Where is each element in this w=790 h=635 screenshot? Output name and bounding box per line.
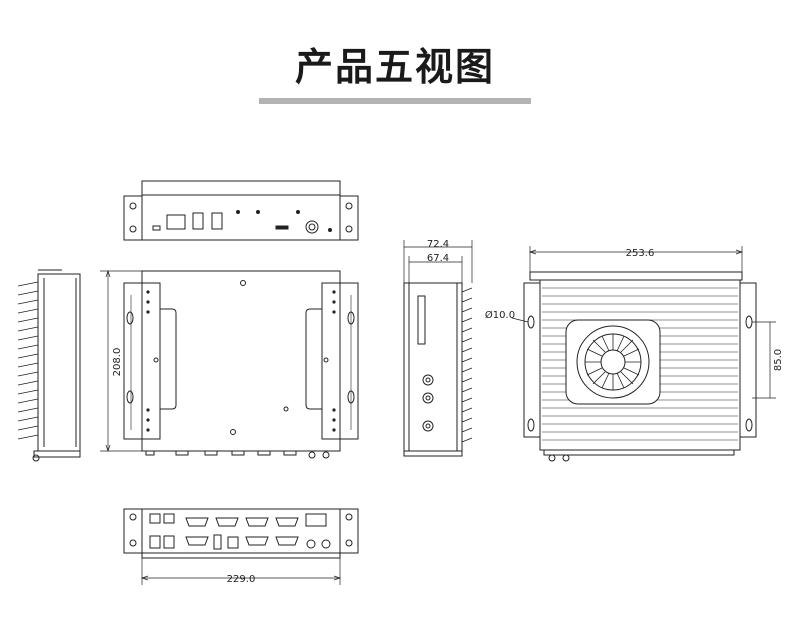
title-underline bbox=[259, 98, 531, 104]
fan-icon bbox=[585, 334, 641, 390]
hole-spacing-label: 85.0 bbox=[773, 349, 784, 371]
width-top-dimension bbox=[528, 246, 744, 272]
right-side-view bbox=[403, 282, 473, 457]
depth-inner-label: 67.4 bbox=[427, 253, 449, 264]
hole-leader bbox=[511, 317, 529, 323]
hole-diameter-label: Ø10.0 bbox=[485, 309, 515, 321]
heatsink-view bbox=[523, 271, 757, 462]
height-dimension bbox=[100, 269, 142, 453]
depth-outer-label: 72.4 bbox=[427, 239, 449, 250]
bottom-connectors bbox=[145, 450, 330, 459]
hole-spacing-dimension bbox=[752, 321, 776, 399]
width-bottom-dimension bbox=[140, 558, 342, 585]
height-label: 208.0 bbox=[112, 348, 123, 377]
front-panel-view bbox=[123, 180, 359, 241]
left-side-view bbox=[17, 269, 81, 462]
page-title: 产品五视图 bbox=[294, 45, 495, 89]
rear-panel-view bbox=[123, 508, 359, 559]
depth-dimensions bbox=[403, 240, 473, 283]
left-fins bbox=[17, 281, 39, 440]
center-top-view bbox=[123, 270, 359, 459]
width-bottom-label: 229.0 bbox=[227, 574, 256, 585]
width-top-label: 253.6 bbox=[626, 248, 655, 259]
